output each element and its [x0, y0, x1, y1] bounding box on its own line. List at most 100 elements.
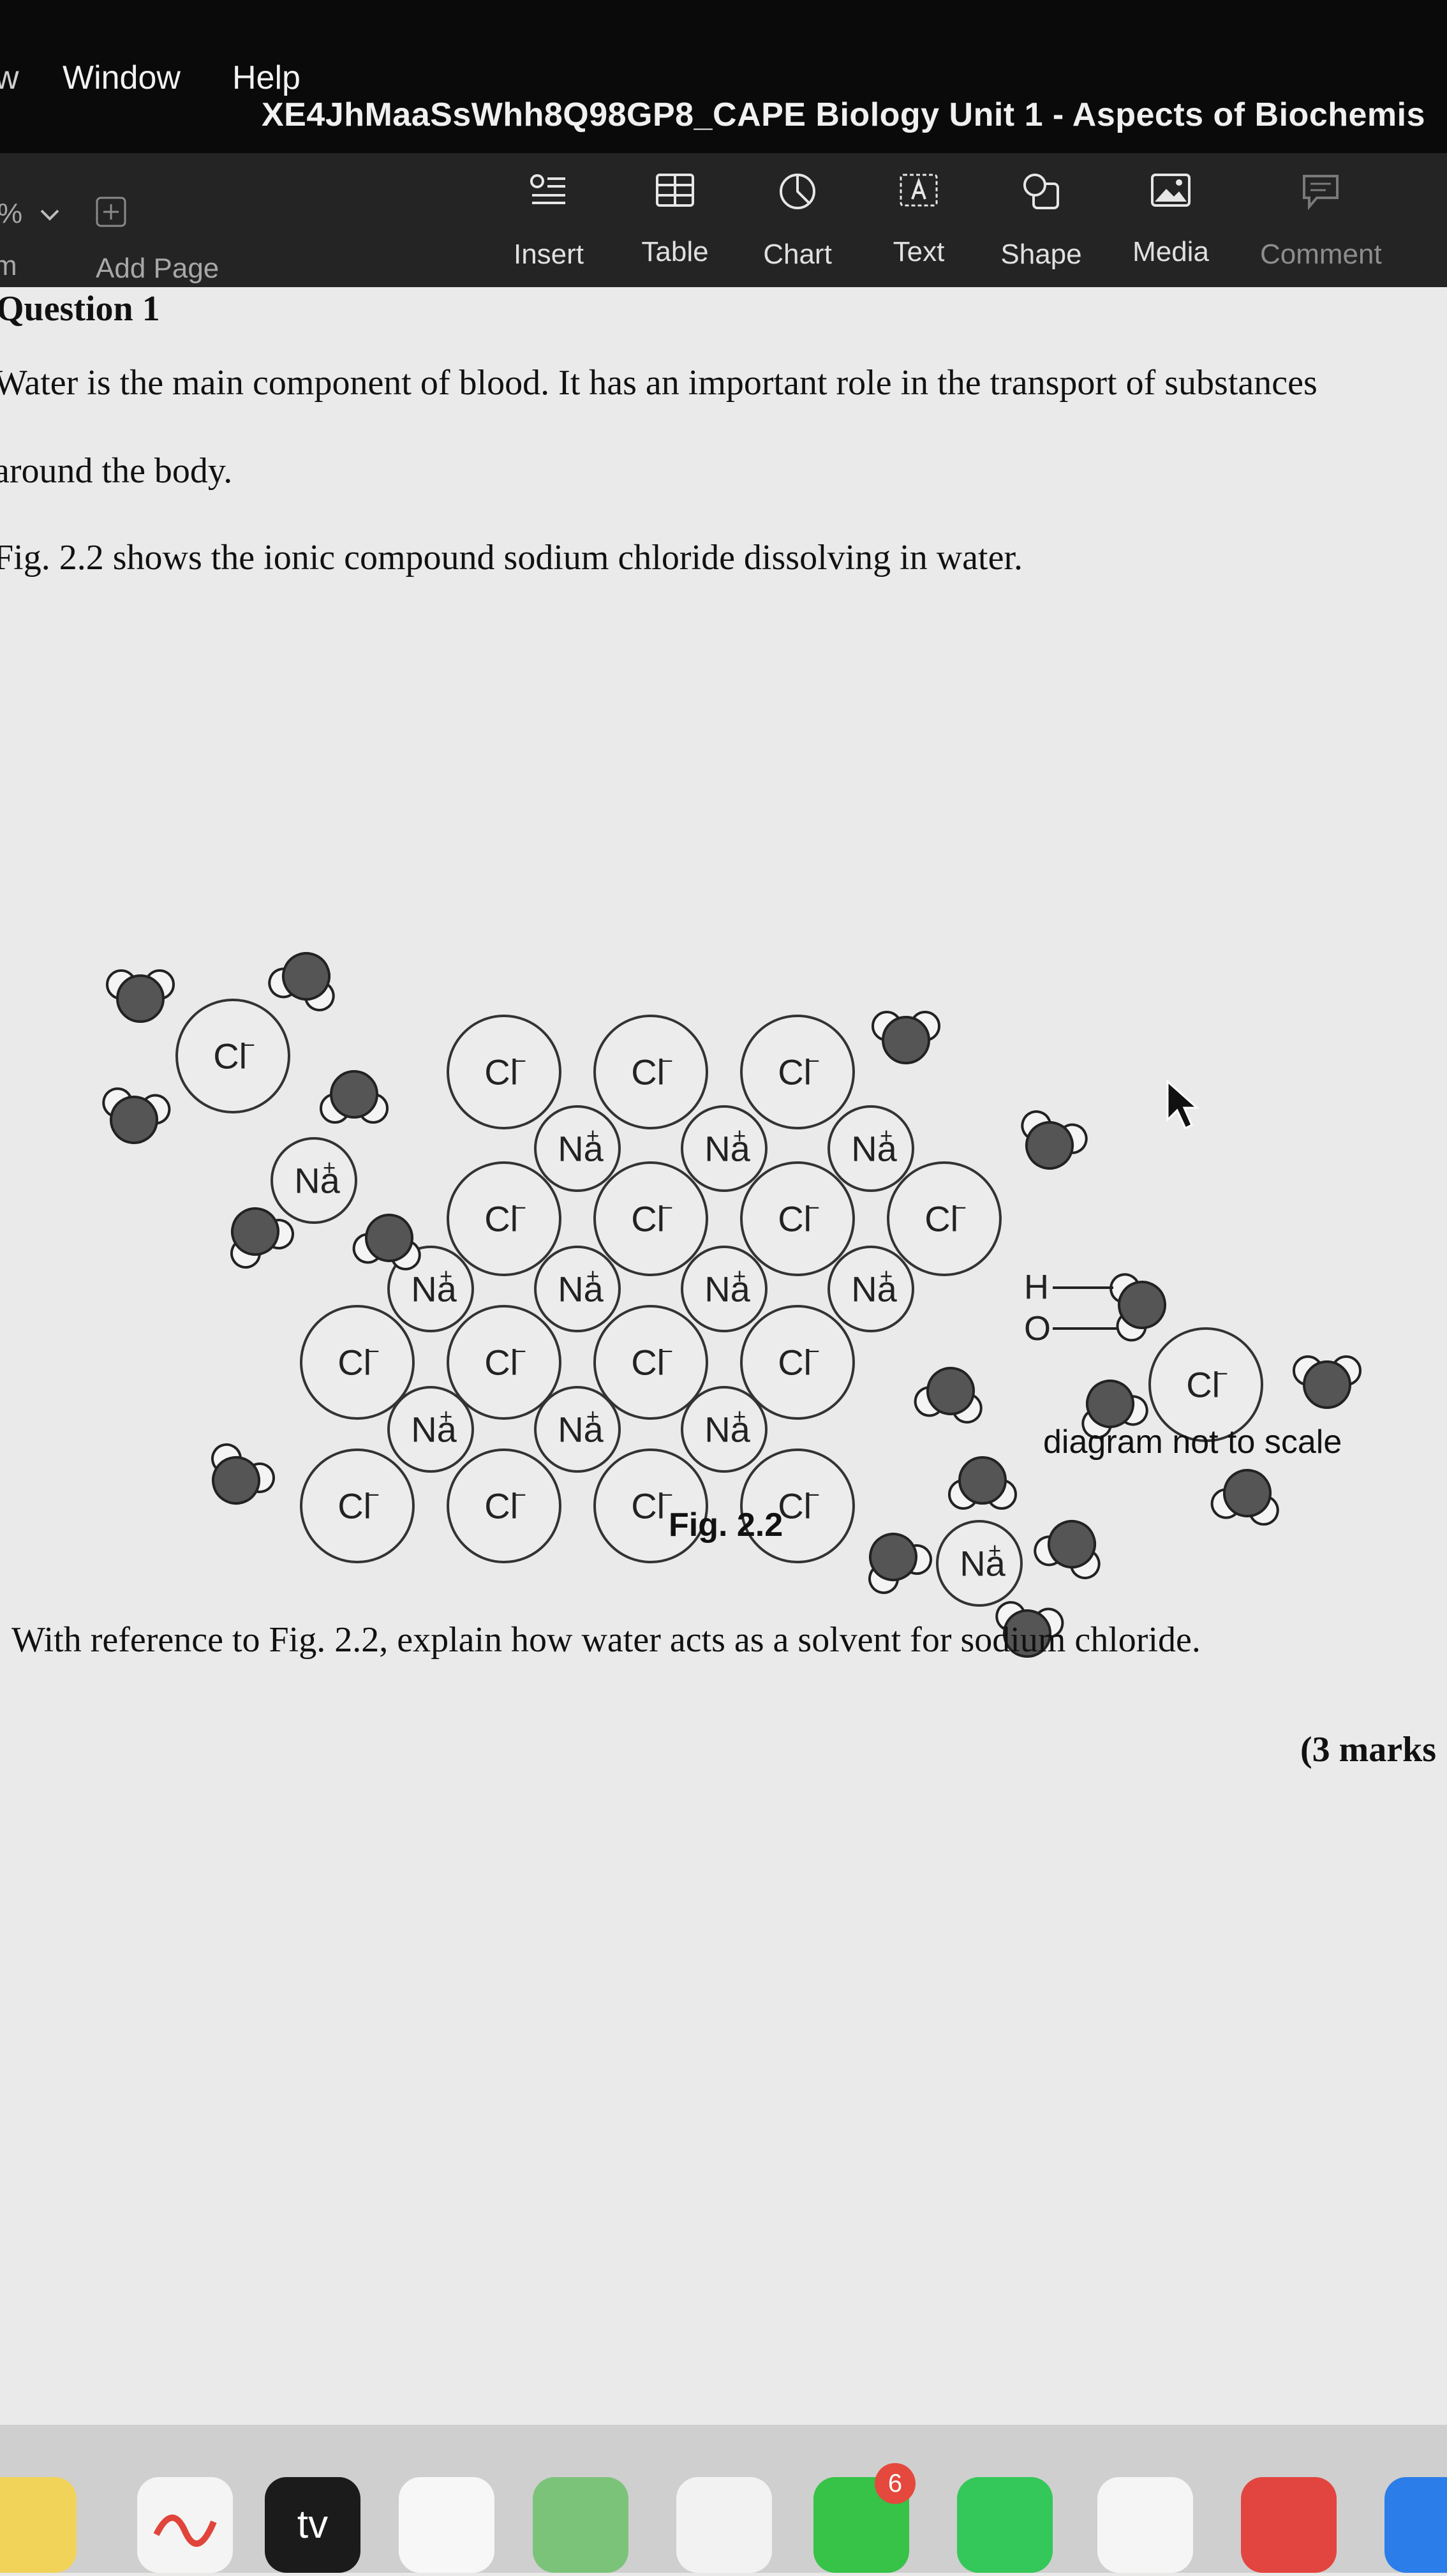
free-sodium-ion: [936, 1520, 1023, 1607]
oxygen-atom: [365, 1214, 413, 1262]
comment-button[interactable]: Comment: [1260, 172, 1382, 271]
sodium-ion-charge: +: [880, 1265, 893, 1289]
app-store-icon[interactable]: [1384, 2477, 1447, 2573]
water-molecule: [1293, 1355, 1362, 1409]
paragraph-line-2: around the body.: [0, 451, 233, 491]
sodium-ion-charge: +: [880, 1124, 893, 1149]
sodium-ion-charge: +: [440, 1405, 452, 1429]
water-molecule: [868, 1533, 932, 1595]
maps-app-icon[interactable]: [533, 2477, 628, 2573]
oxygen-atom: [282, 952, 330, 1001]
menu-window[interactable]: Window: [63, 59, 181, 96]
chloride-ion-label: Cl: [778, 1199, 812, 1239]
water-molecule: [948, 1456, 1017, 1510]
hydrogen-label: H: [1024, 1268, 1049, 1306]
chloride-ion-label: Cl: [924, 1199, 958, 1239]
sodium-ion: [827, 1105, 914, 1192]
sodium-chloride-diagram: Cl–Cl–Cl–Cl–Cl–Cl–Cl–Cl–Cl–Cl–Cl–Cl–Cl–C…: [102, 952, 1362, 1658]
add-page-button[interactable]: Add Page: [96, 253, 219, 284]
chloride-ion-charge: –: [660, 1195, 672, 1219]
menu-help[interactable]: Help: [232, 59, 301, 96]
oxygen-atom: [330, 1070, 378, 1119]
chloride-ion-label: Cl: [338, 1343, 371, 1383]
water-molecule: [995, 1601, 1064, 1658]
reminders-app-icon[interactable]: [399, 2477, 494, 2573]
sodium-ion-label: Na: [411, 1410, 457, 1450]
sodium-ion-charge: +: [586, 1124, 599, 1149]
water-molecule: [211, 1443, 275, 1505]
text-button[interactable]: Text: [858, 172, 979, 268]
chloride-ion-label: Cl: [484, 1199, 518, 1239]
document-page[interactable]: Question 1 Water is the main component o…: [0, 287, 1447, 2425]
sodium-ion-charge: +: [586, 1265, 599, 1289]
chloride-ion: [887, 1161, 1002, 1276]
oxygen-atom: [1303, 1360, 1351, 1409]
chloride-ion-charge: –: [366, 1482, 379, 1506]
oxygen-atom: [869, 1533, 917, 1581]
document-title: XE4JhMaaSsWhh8Q98GP8_CAPE Biology Unit 1…: [262, 96, 1426, 133]
news-app-icon[interactable]: [1097, 2477, 1193, 2573]
oxygen-atom: [926, 1367, 975, 1415]
shape-button[interactable]: Shape: [981, 172, 1102, 271]
chloride-ion-label: Cl: [778, 1052, 812, 1092]
chloride-ion: [740, 1015, 855, 1129]
oxygen-atom: [1118, 1281, 1166, 1329]
sodium-ion-label: Na: [704, 1410, 750, 1450]
table-button[interactable]: Table: [614, 172, 736, 268]
chloride-ion-charge: –: [513, 1195, 526, 1219]
freeform-app-icon[interactable]: [137, 2477, 233, 2573]
oxygen-atom: [1048, 1520, 1096, 1568]
oxygen-atom: [110, 1096, 158, 1144]
chloride-ion-charge: –: [660, 1338, 672, 1362]
apple-tv-app-icon[interactable]: tv: [265, 2477, 360, 2573]
menu-item-partial[interactable]: w: [0, 59, 19, 96]
sodium-ion-label: Na: [558, 1269, 604, 1309]
notes-app-icon[interactable]: [0, 2477, 77, 2573]
oxygen-atom: [1086, 1380, 1134, 1428]
comment-icon: [1303, 175, 1339, 211]
water-molecule: [268, 952, 335, 1011]
water-molecule: [1021, 1110, 1088, 1170]
sodium-ion: [681, 1105, 768, 1192]
chevron-down-icon: [40, 209, 59, 221]
chloride-ion-label: Cl: [484, 1343, 518, 1383]
media-button[interactable]: Media: [1110, 172, 1231, 268]
oxygen-atom: [1025, 1121, 1074, 1170]
sodium-ion-label: Na: [558, 1410, 604, 1450]
chart-icon: [780, 174, 815, 209]
chloride-ion-label: Cl: [484, 1052, 518, 1092]
marks-label: (3 marks: [1300, 1730, 1437, 1769]
insert-button[interactable]: Insert: [488, 172, 609, 271]
chloride-ion-charge: –: [806, 1482, 819, 1506]
free-chloride-ion: [1148, 1327, 1263, 1442]
chart-button[interactable]: Chart: [737, 172, 858, 271]
music-app-icon[interactable]: [1241, 2477, 1337, 2573]
sodium-ion: [827, 1246, 914, 1332]
oxygen-label: O: [1024, 1309, 1051, 1348]
chloride-ion-label: Cl: [631, 1343, 665, 1383]
facetime-app-icon[interactable]: [957, 2477, 1053, 2573]
sodium-ion-label: Na: [704, 1129, 750, 1169]
chloride-ion-label: Cl: [484, 1486, 518, 1526]
media-icon: [1151, 174, 1191, 207]
sodium-ion-charge: +: [733, 1124, 746, 1149]
water-molecule: [102, 1087, 171, 1144]
chloride-ion: [593, 1448, 708, 1563]
sodium-ion: [387, 1386, 474, 1473]
sodium-ion-label: Na: [851, 1129, 897, 1169]
zoom-control[interactable]: %: [0, 198, 61, 230]
photos-app-icon[interactable]: [676, 2477, 772, 2573]
tv-label: tv: [297, 2503, 329, 2547]
paragraph-line-1: Water is the main component of blood. It…: [0, 363, 1317, 403]
chloride-ion-charge: –: [953, 1195, 966, 1219]
add-page-icon[interactable]: [94, 195, 128, 235]
free-sodium-ion-charge: +: [323, 1156, 336, 1180]
messages-app-icon[interactable]: 6: [813, 2463, 916, 2573]
chloride-ion-charge: –: [660, 1482, 672, 1506]
oxygen-atom: [958, 1456, 1007, 1505]
diagram-note: diagram not to scale: [1043, 1424, 1342, 1461]
oxygen-atom: [231, 1207, 279, 1256]
sodium-ion-label: Na: [704, 1269, 750, 1309]
water-molecule: [1109, 1273, 1166, 1342]
water-molecule: [872, 1011, 940, 1064]
